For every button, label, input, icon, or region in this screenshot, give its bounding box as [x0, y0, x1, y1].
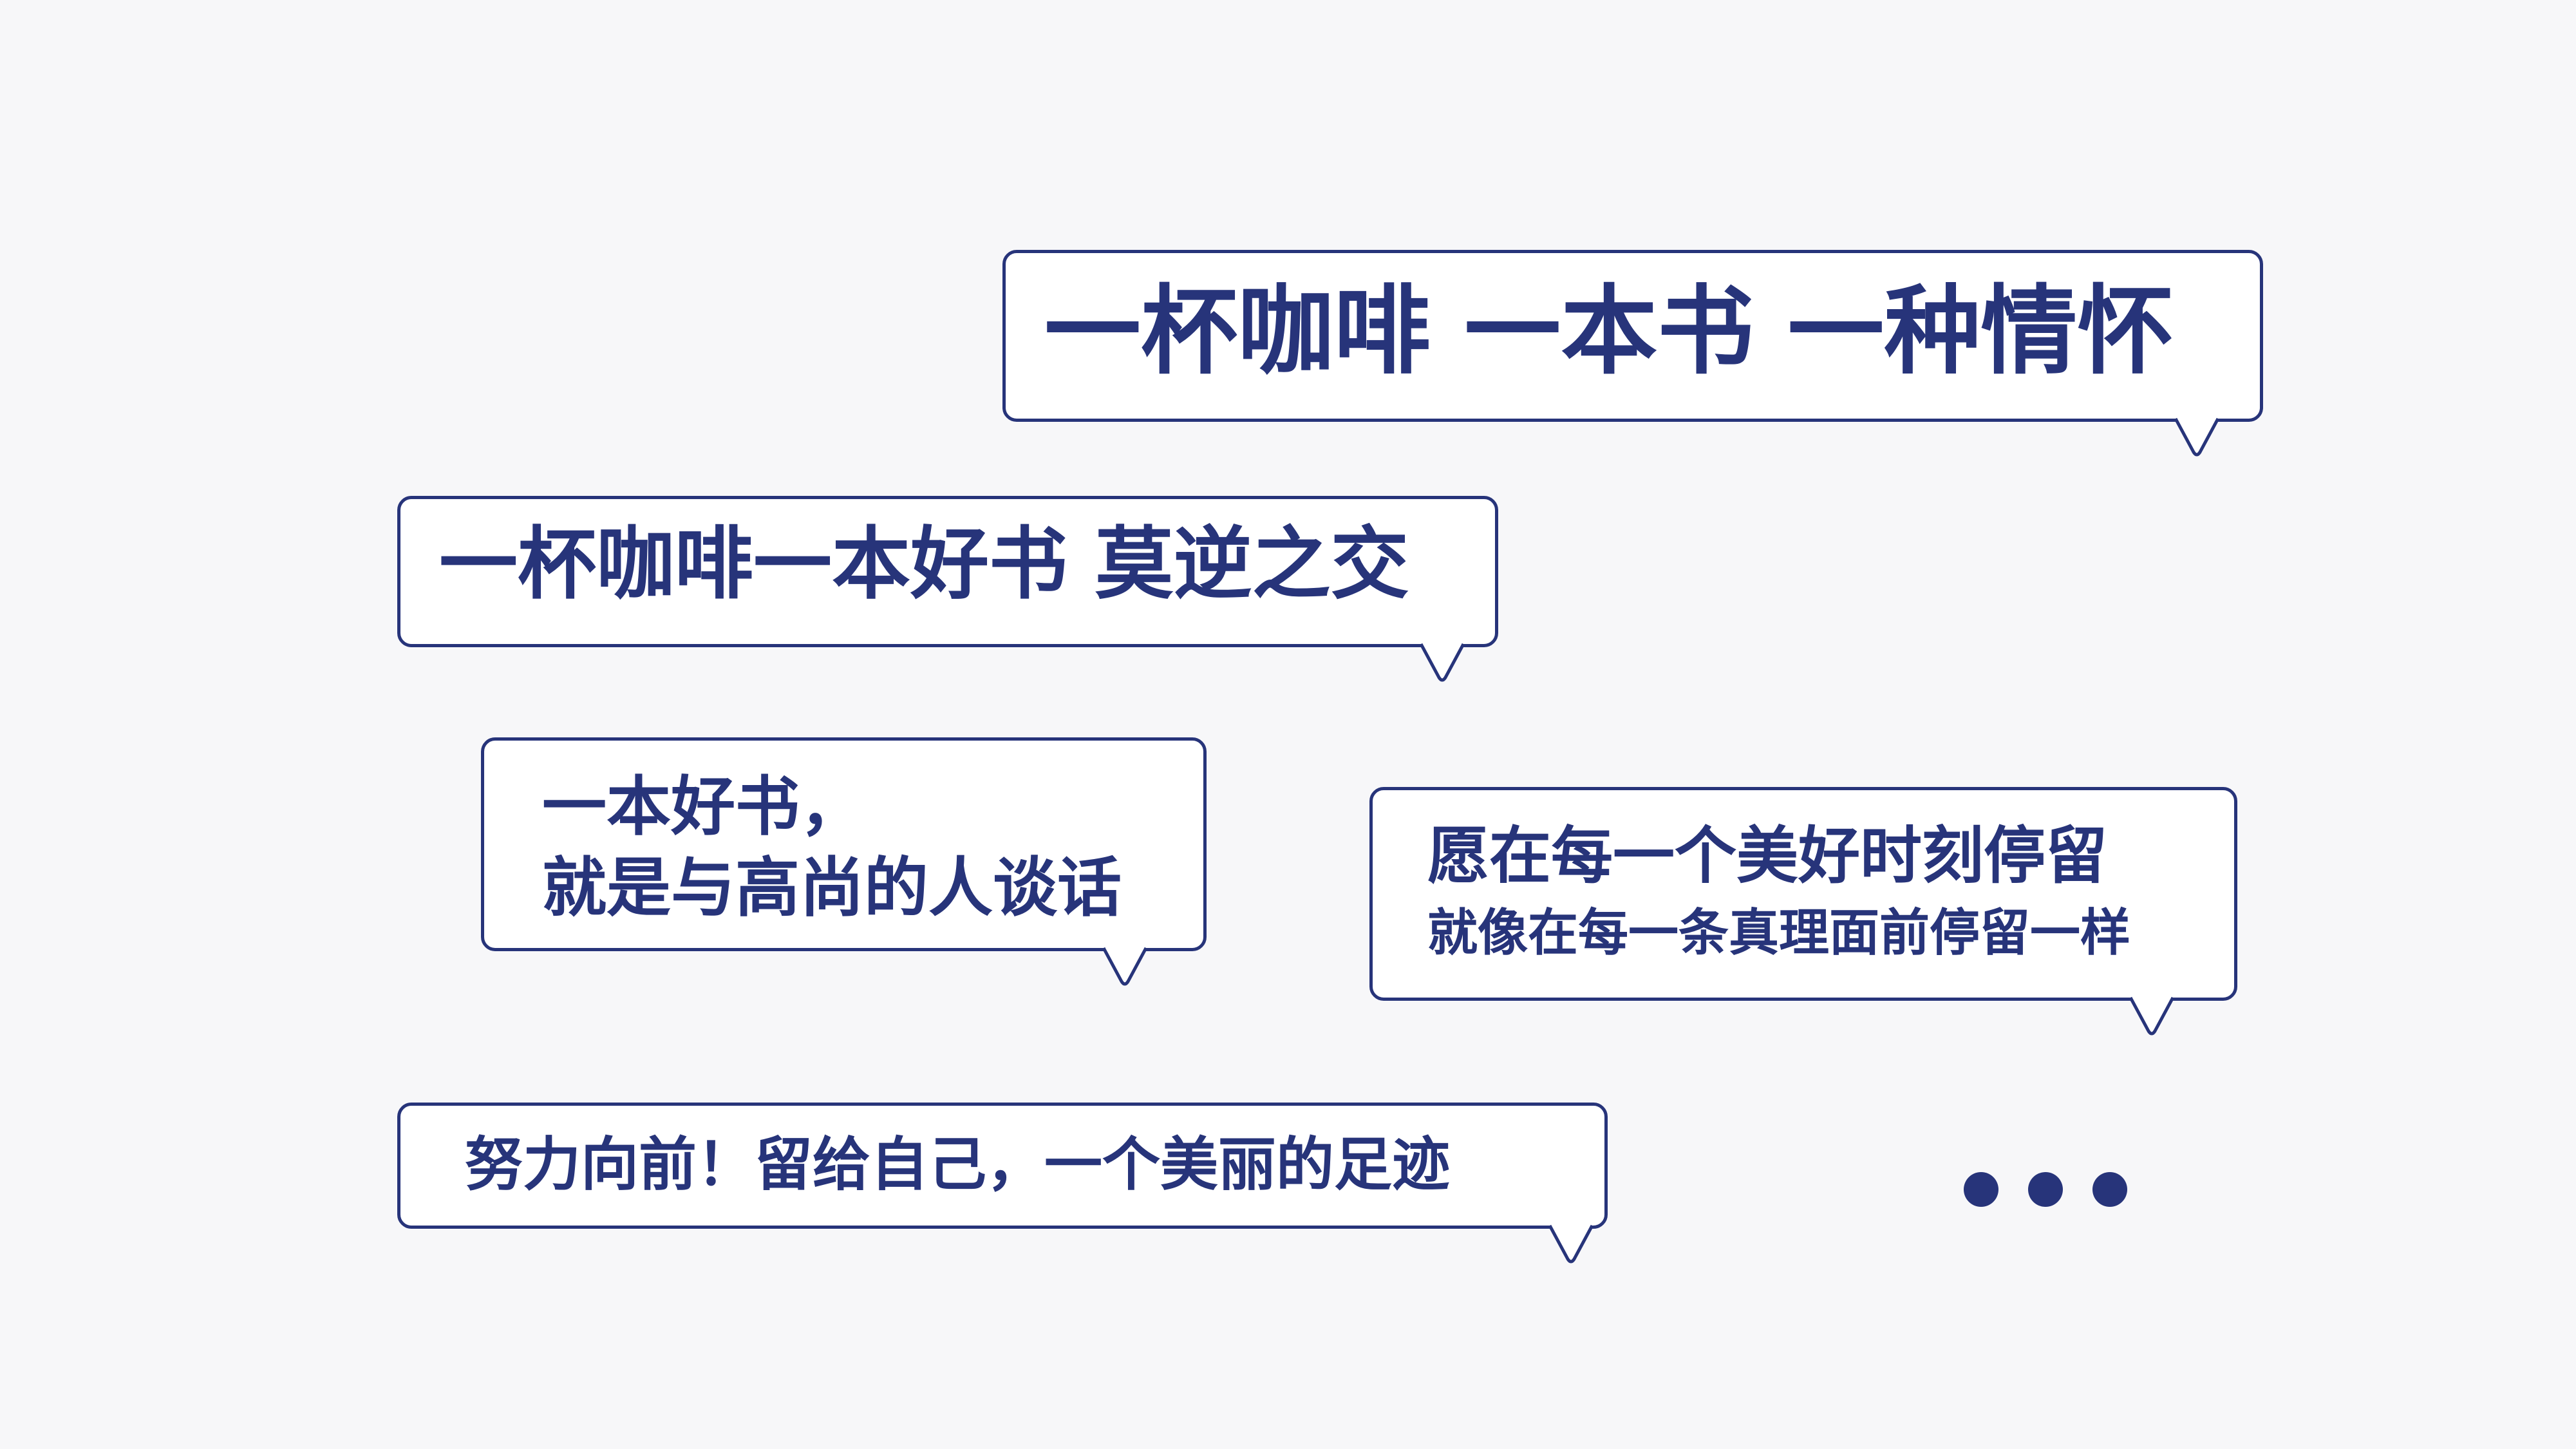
- bubble-2-text: 一杯咖啡一本好书 莫逆之交: [439, 518, 1409, 610]
- bubble-3-line-2: 就是与高尚的人谈话: [542, 850, 1122, 925]
- bubble-1-text: 一杯咖啡 一本书 一种情怀: [1044, 276, 2174, 388]
- bubble-4-tail: [2129, 996, 2175, 1036]
- bubble-2-tail: [1419, 643, 1465, 682]
- speech-bubble-4: 愿在每一个美好时刻停留 就像在每一条真理面前停留一样: [1369, 787, 2237, 1036]
- bubble-3-tail: [1102, 947, 1148, 986]
- bubble-5-text: 努力向前！留给自己，一个美丽的足迹: [465, 1131, 1450, 1198]
- bubble-1-tail: [2174, 417, 2220, 457]
- bubble-3-line-1: 一本好书，: [542, 769, 864, 844]
- dot-1: [1964, 1172, 1998, 1207]
- speech-bubble-2: 一杯咖啡一本好书 莫逆之交: [397, 496, 1498, 682]
- bubble-5-tail: [1548, 1224, 1594, 1264]
- speech-bubble-3: 一本好书， 就是与高尚的人谈话: [481, 737, 1207, 986]
- bubble-4-line-1: 愿在每一个美好时刻停留: [1427, 820, 2107, 892]
- speech-bubble-1: 一杯咖啡 一本书 一种情怀: [1002, 250, 2263, 457]
- three-dots-icon: [1964, 1172, 2131, 1211]
- bubble-4-line-2: 就像在每一条真理面前停留一样: [1427, 904, 2131, 962]
- speech-bubble-5: 努力向前！留给自己，一个美丽的足迹: [397, 1103, 1608, 1264]
- dot-3: [2092, 1172, 2127, 1207]
- dot-2: [2028, 1172, 2063, 1207]
